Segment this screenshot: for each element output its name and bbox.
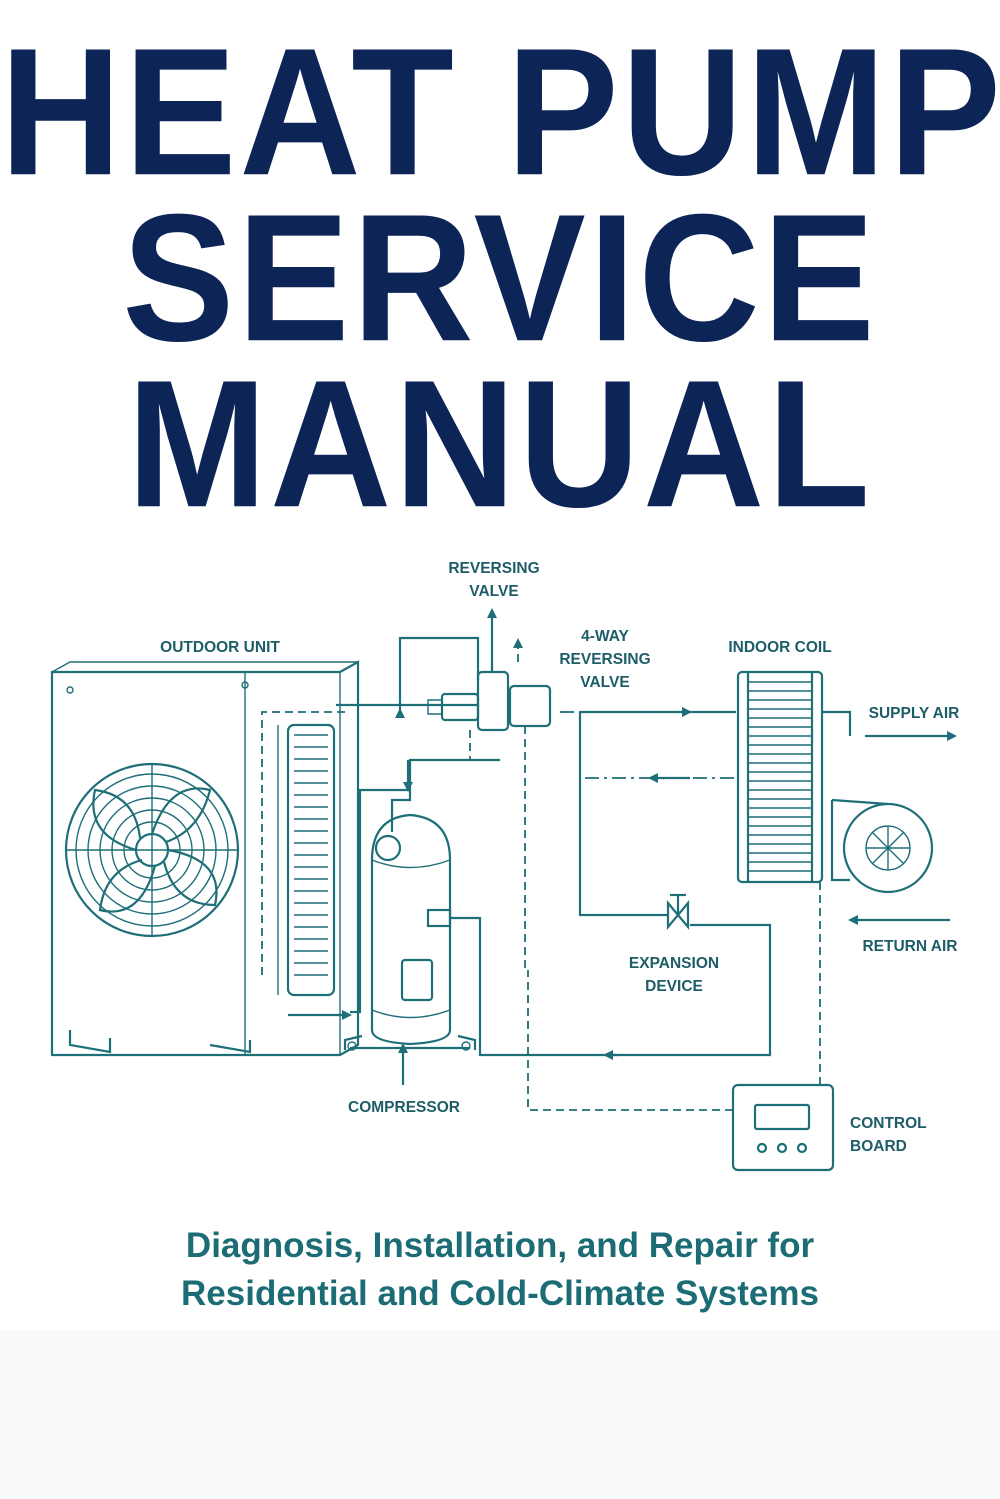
reversing-valve bbox=[427, 608, 552, 970]
label-outdoor-unit: OUTDOOR UNIT bbox=[160, 639, 280, 656]
label-four-way-1: 4-WAY bbox=[581, 628, 629, 645]
condenser-coil bbox=[277, 723, 336, 997]
label-supply-air: SUPPLY AIR bbox=[869, 705, 960, 722]
title-line-2: SERVICE bbox=[122, 176, 878, 380]
label-four-way-2: REVERSING bbox=[559, 651, 650, 668]
compressor bbox=[343, 758, 772, 1085]
label-return-air: RETURN AIR bbox=[862, 938, 957, 955]
blower-icon bbox=[830, 798, 934, 894]
cover-subtitle: Diagnosis, Installation, and Repair for … bbox=[0, 1222, 1000, 1318]
label-expansion-1: EXPANSION bbox=[629, 955, 719, 972]
indoor-coil bbox=[736, 670, 852, 884]
fan-icon bbox=[64, 762, 240, 938]
subtitle-line-2: Residential and Cold-Climate Systems bbox=[181, 1274, 819, 1313]
label-reversing-valve-2: VALVE bbox=[469, 583, 518, 600]
label-compressor: COMPRESSOR bbox=[348, 1099, 460, 1116]
refrigerant-piping bbox=[288, 636, 736, 1060]
label-indoor-coil: INDOOR COIL bbox=[728, 639, 831, 656]
control-board bbox=[527, 882, 835, 1172]
heat-pump-diagram: OUTDOOR UNIT REVERSING VALVE 4-WAY REVER… bbox=[0, 545, 1000, 1185]
cover-title: HEAT PUMP SERVICE MANUAL bbox=[0, 10, 1000, 534]
footer-band bbox=[0, 1330, 1000, 1499]
expansion-valve-icon bbox=[666, 893, 690, 931]
label-four-way-3: VALVE bbox=[580, 674, 629, 691]
title-line-3: MANUAL bbox=[127, 342, 873, 546]
outdoor-unit bbox=[50, 660, 360, 1057]
label-expansion-2: DEVICE bbox=[645, 978, 703, 995]
label-control-1: CONTROL bbox=[850, 1115, 927, 1132]
title-line-1: HEAT PUMP bbox=[0, 10, 1000, 214]
subtitle-line-1: Diagnosis, Installation, and Repair for bbox=[185, 1226, 815, 1265]
label-reversing-valve-1: REVERSING bbox=[448, 560, 539, 577]
label-control-2: BOARD bbox=[850, 1138, 907, 1155]
